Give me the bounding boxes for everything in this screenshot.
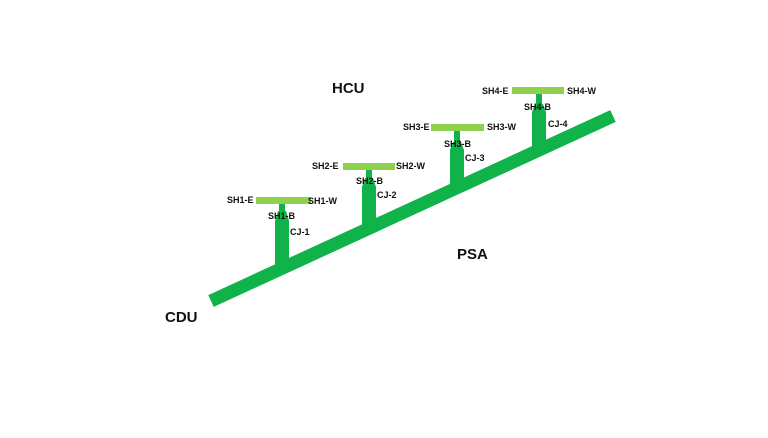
- header-3-junction-label: CJ-3: [465, 153, 485, 163]
- area-label-psa: PSA: [457, 246, 488, 263]
- header-2-east-label: SH2-E: [312, 161, 339, 171]
- neck-2: [366, 170, 372, 179]
- reducer-1: [275, 211, 289, 221]
- stub-3: [450, 150, 464, 187]
- header-4-east-label: SH4-E: [482, 86, 509, 96]
- header-2-branch-label: SH2-B: [356, 176, 384, 186]
- header-3-branch-label: SH3-B: [444, 139, 472, 149]
- header-2-west-label: SH2-W: [396, 161, 425, 171]
- header-bar-1: [256, 197, 311, 204]
- header-bar-4: [512, 87, 564, 94]
- neck-4: [536, 94, 542, 105]
- header-1-east-label: SH1-E: [227, 195, 254, 205]
- header-1-branch-label: SH1-B: [268, 211, 296, 221]
- header-4-junction-label: CJ-4: [548, 119, 568, 129]
- stub-1: [275, 221, 289, 269]
- main-pipe: [208, 110, 616, 307]
- reducer-4: [532, 104, 546, 112]
- header-bar-2: [343, 163, 395, 170]
- header-4-west-label: SH4-W: [567, 86, 596, 96]
- neck-3: [454, 130, 460, 143]
- header-1-west-label: SH1-W: [308, 196, 337, 206]
- header-bar-3: [431, 124, 484, 131]
- stub-4: [532, 112, 546, 148]
- neck-1: [279, 203, 285, 212]
- header-1-junction-label: CJ-1: [290, 227, 310, 237]
- reducer-3: [450, 142, 464, 150]
- header-3-west-label: SH3-W: [487, 122, 516, 132]
- area-label-cdu: CDU: [165, 309, 198, 326]
- stub-2: [362, 187, 376, 228]
- header-4-branch-label: SH4-B: [524, 102, 552, 112]
- header-2-junction-label: CJ-2: [377, 190, 397, 200]
- header-3-east-label: SH3-E: [403, 122, 430, 132]
- area-label-hcu: HCU: [332, 80, 365, 97]
- reducer-2: [362, 178, 376, 187]
